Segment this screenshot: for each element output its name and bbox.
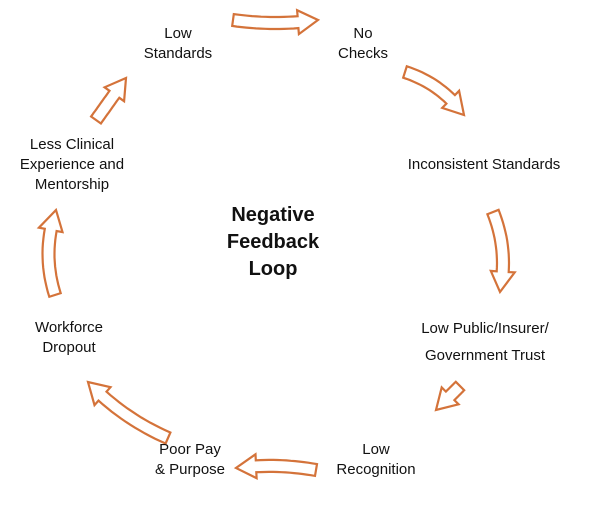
node-label: Mentorship — [34, 176, 110, 193]
node-label: Low — [164, 25, 192, 42]
node-label: Low Public/Insurer/ — [421, 320, 549, 337]
node-label: Standards — [143, 45, 213, 62]
node-inconsistent-standards: Inconsistent Standards — [378, 155, 590, 175]
hollow-block-arrow-icon — [401, 64, 466, 117]
node-label: Dropout — [42, 339, 96, 356]
title-line: Loop — [248, 258, 298, 280]
hollow-block-arrow-icon — [36, 207, 65, 299]
node-label: Experience and — [19, 156, 125, 173]
node-label: Poor Pay — [159, 441, 221, 458]
hollow-block-arrow-icon — [89, 76, 128, 126]
title-line: Feedback — [226, 231, 320, 253]
hollow-block-arrow-icon — [485, 208, 517, 295]
node-label: No — [353, 25, 373, 42]
title-line: Negative — [231, 204, 315, 226]
node-low-standards: Low Standards — [128, 24, 228, 64]
node-label: & Purpose — [154, 461, 226, 478]
node-workforce-dropout: Workforce Dropout — [14, 318, 124, 358]
diagram-title: Negative Feedback Loop — [203, 202, 343, 283]
node-less-clinical-experience: Less Clinical Experience and Mentorship — [4, 135, 140, 195]
node-label: Inconsistent Standards — [407, 156, 561, 173]
node-label: Low — [362, 441, 390, 458]
node-label: Recognition — [336, 461, 416, 478]
hollow-block-arrow-icon — [434, 380, 466, 412]
hollow-block-arrow-icon — [233, 452, 319, 481]
node-label: Checks — [337, 45, 389, 62]
hollow-block-arrow-icon — [230, 8, 321, 37]
node-poor-pay: Poor Pay & Purpose — [140, 440, 240, 480]
node-label: Workforce — [34, 319, 104, 336]
node-low-trust: Low Public/Insurer/ Government Trust — [398, 315, 572, 369]
node-no-checks: No Checks — [318, 24, 408, 64]
node-label: Government Trust — [424, 347, 546, 364]
node-low-recognition: Low Recognition — [322, 440, 430, 480]
node-label: Less Clinical — [29, 136, 115, 153]
hollow-block-arrow-icon — [86, 380, 172, 445]
